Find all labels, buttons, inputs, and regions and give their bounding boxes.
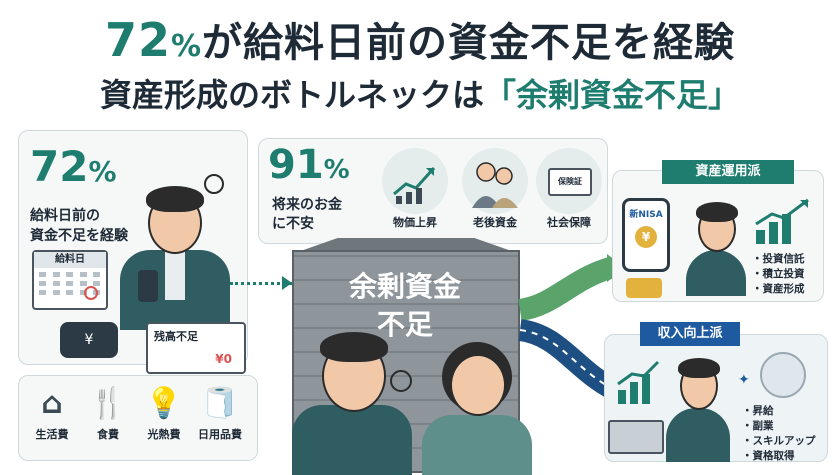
headline-text: が給料日前の資金不足を経験 (202, 20, 736, 66)
calendar-circle-mark (84, 286, 98, 300)
headline-percent: 72% (104, 13, 203, 67)
coin-stack-icon (626, 278, 662, 298)
split-road-arrows (517, 254, 625, 400)
insurance-card-icon: 保険証 (536, 148, 602, 214)
calendar-label: 給料日 (34, 252, 106, 268)
utensils-icon: 🍴 (89, 386, 127, 421)
wall-label-line1: 余剰資金 (348, 270, 461, 303)
expense-icons-card (18, 375, 258, 461)
receipt-value: ¥0 (215, 352, 232, 366)
subheadline: 資産形成のボトルネックは「余剰資金不足」 (0, 70, 840, 116)
income-bullet: ・スキルアップ (742, 435, 816, 447)
wallet-icon: ¥ (60, 322, 118, 358)
left-stat-caption: 給料日前の 資金不足を経験 (30, 206, 128, 246)
receipt-title: 残高不足 (154, 330, 198, 343)
social-security-label: 社会保障 (547, 216, 591, 229)
phone-text: 新NISA (629, 210, 663, 220)
house-icon: ⌂ (41, 386, 63, 421)
expense-utilities: 💡 光熱費 (136, 382, 192, 442)
rising-bar-chart-icon (755, 198, 809, 244)
investment-bullet: ・投資信託 (752, 253, 805, 265)
headline: 72%が給料日前の資金不足を経験 (0, 10, 840, 68)
anxiety-caption: 将来のお金 に不安 (272, 196, 342, 234)
expense-food: 🍴 食費 (80, 382, 136, 442)
dotted-arrow-line (230, 282, 292, 285)
wall-label: 余剰資金 不足 (330, 268, 480, 344)
income-title: 収入向上派 (640, 322, 740, 346)
price-rise-label: 物価上昇 (393, 216, 437, 229)
smartphone-icon (138, 270, 158, 302)
income-bullet: ・副業 (742, 420, 774, 432)
expense-label: 日用品費 (198, 428, 242, 441)
investment-bullet: ・積立投資 (752, 268, 805, 280)
stress-scribble-icon (204, 174, 224, 194)
left-caption-line1: 給料日前の (30, 208, 100, 224)
left-stat-number: 72% (30, 142, 117, 191)
arrow-right-icon (282, 276, 292, 290)
expense-living: ⌂ 生活費 (24, 382, 80, 442)
receipt-card: 残高不足 ¥0 (146, 322, 246, 374)
income-bullets: ・昇給 ・副業 ・スキルアップ ・資格取得 (742, 404, 816, 464)
left-caption-line2: 資金不足を経験 (30, 228, 128, 244)
stress-scribble-icon (390, 370, 412, 392)
anxiety-caption-line2: に不安 (272, 216, 314, 232)
price-rise-icon (382, 148, 448, 214)
sparkle-icon: ✦ (738, 372, 750, 388)
expense-label: 食費 (97, 428, 119, 441)
investor-person-illustration (680, 196, 750, 296)
laptop-icon (608, 420, 664, 454)
wall-label-line2: 不足 (376, 308, 433, 341)
worried-man-illustration (110, 170, 240, 330)
income-bullet: ・資格取得 (742, 450, 795, 462)
elderly-couple-icon (462, 148, 528, 214)
anxiety-caption-line1: 将来のお金 (272, 197, 342, 213)
smartphone-nisa-icon: 新NISA ¥ (622, 198, 670, 272)
expense-label: 光熱費 (147, 428, 181, 441)
subheadline-accent: 「余剰資金不足」 (484, 76, 741, 114)
income-person-illustration (660, 352, 736, 462)
insurance-card-text: 保険証 (548, 168, 592, 196)
subheadline-prefix: 資産形成のボトルネックは (99, 76, 484, 114)
income-bullet: ・昇給 (742, 405, 774, 417)
bulb-icon: 💡 (145, 386, 183, 421)
certificate-person-icon (760, 352, 806, 398)
growth-chart-icon (617, 360, 660, 404)
expense-daily-goods: 🧻 日用品費 (192, 382, 248, 442)
investment-bullets: ・投資信託 ・積立投資 ・資産形成 (752, 252, 805, 297)
worried-couple-illustration (282, 320, 532, 475)
anxiety-stat-number: 91% (268, 142, 350, 188)
expense-label: 生活費 (35, 428, 69, 441)
toiletries-icon: 🧻 (201, 386, 239, 421)
investment-title: 資産運用派 (662, 160, 794, 184)
investment-bullet: ・資産形成 (752, 283, 805, 295)
elderly-label: 老後資金 (473, 216, 517, 229)
calendar-icon: 給料日 (32, 250, 108, 310)
